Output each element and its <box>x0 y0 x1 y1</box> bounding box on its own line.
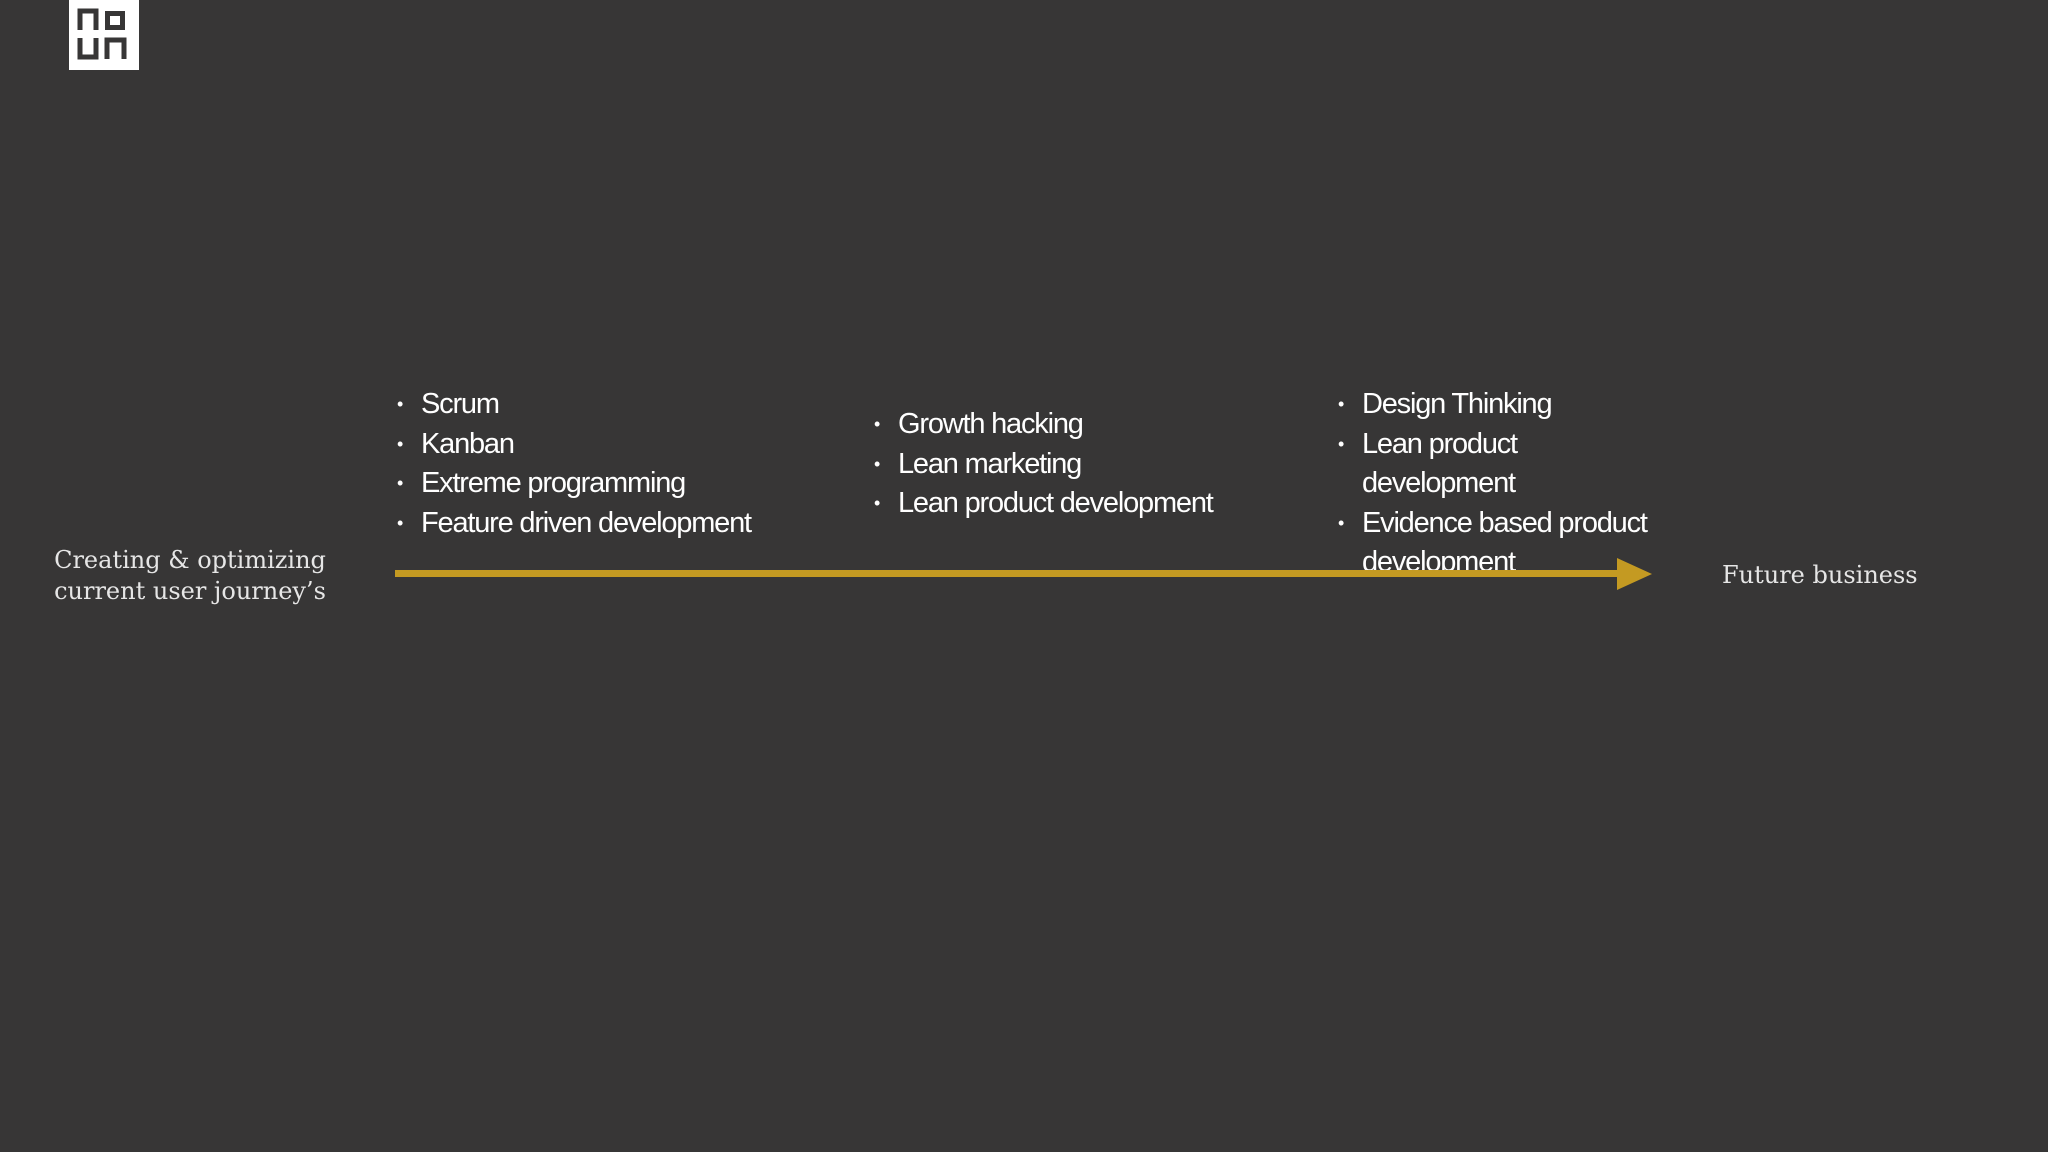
list-item: Growth hacking <box>874 405 1254 445</box>
list-item: Lean marketing <box>874 445 1254 485</box>
list-item: Lean product development <box>1338 425 1668 504</box>
current-journey-label: Creating & optimizing current user journ… <box>54 546 326 605</box>
list-item: Feature driven development <box>397 504 777 544</box>
list-item: Extreme programming <box>397 464 777 504</box>
arrow-right-icon <box>395 558 1652 590</box>
logo-icon <box>69 0 139 70</box>
list-item: Scrum <box>397 385 777 425</box>
list-item: Design Thinking <box>1338 385 1668 425</box>
future-business-label: Future business <box>1722 561 1918 589</box>
list-item: Lean product development <box>874 484 1254 524</box>
list-item: Kanban <box>397 425 777 465</box>
method-list-1: Scrum Kanban Extreme programming Feature… <box>397 385 777 543</box>
method-list-3: Design Thinking Lean product development… <box>1338 385 1668 583</box>
method-list-2: Growth hacking Lean marketing Lean produ… <box>874 405 1254 524</box>
